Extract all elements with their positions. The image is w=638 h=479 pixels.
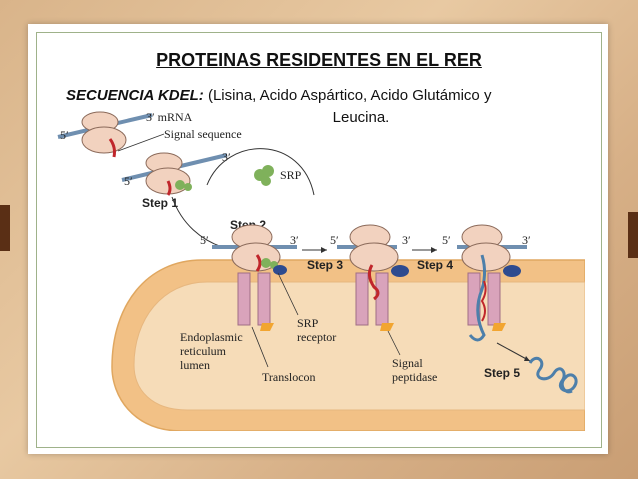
srp-label: SRP [280,168,302,182]
five-prime-1: 5′ [60,128,69,142]
translocon-label: Translocon [262,370,316,384]
srp-free [254,165,274,186]
subtitle-keyword: SECUENCIA KDEL: [66,87,204,104]
subtitle-text: (Lisina, Acido Aspártico, Acido Glutámic… [207,87,492,104]
five-prime-3: 5′ [200,233,209,247]
three-prime-4: 3′ [402,233,411,247]
slide-subtitle: SECUENCIA KDEL: (Lisina, Acido Aspártico… [66,85,586,129]
left-tab [0,205,10,251]
three-prime-3: 3′ [290,233,299,247]
step1-label: Step 1 [142,196,178,210]
signal-peptidase-label-1: Signal [392,356,423,370]
five-prime-4: 5′ [330,233,339,247]
er-lumen-label-2: reticulum [180,344,227,358]
er-lumen-label-3: lumen [180,358,210,372]
signal-peptidase-label-2: peptidase [392,370,437,384]
ribosome-1 [81,111,127,154]
folded-protein [528,356,578,394]
mrna-label: 3′ mRNA [146,110,193,124]
right-tab [628,212,638,258]
three-prime-5: 3′ [522,233,531,247]
signal-sequence-1 [108,138,116,158]
step5-label: Step 5 [484,366,520,380]
srp-receptor-label-2: receptor [297,330,336,344]
five-prime-5: 5′ [442,233,451,247]
er-lumen-label-1: Endoplasmic [180,330,243,344]
protein-targeting-diagram: 5′ 3′ mRNA Signal sequence 5′ 3′ SRP Ste… [57,110,585,431]
slide-frame [36,32,602,448]
srp-receptor-label-1: SRP [297,316,319,330]
slide-title: PROTEINAS RESIDENTES EN EL RER [156,50,482,70]
subtitle-line2: Leucina. [332,109,390,126]
srp-cycle-arrow [206,148,315,196]
station-2 [349,224,409,331]
step4-label: Step 4 [417,258,453,272]
signal-sequence-label: Signal sequence [164,127,242,141]
three-prime-2: 3′ [222,150,231,164]
step3-label: Step 3 [307,258,343,272]
station-3 [461,224,521,342]
station-1 [231,224,287,331]
five-prime-2: 5′ [124,174,133,188]
